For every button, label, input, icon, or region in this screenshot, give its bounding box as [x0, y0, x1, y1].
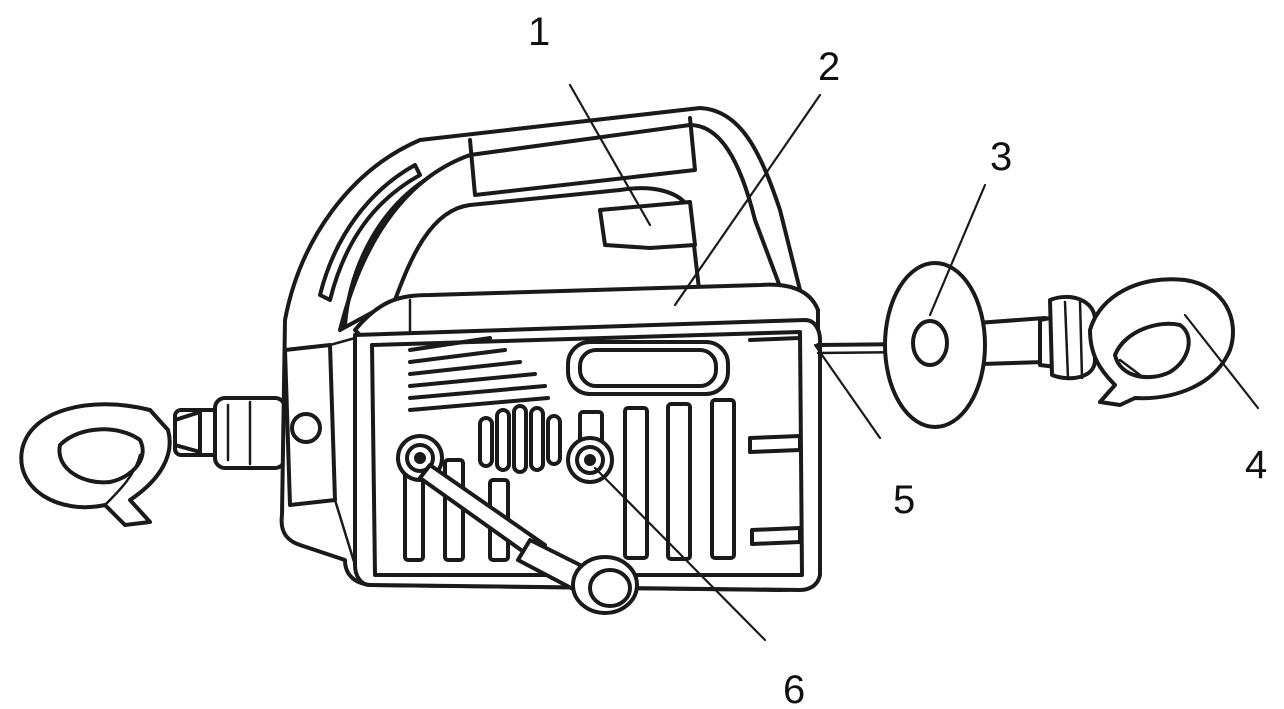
- leader-lines: [568, 83, 1260, 642]
- callout-1: 1: [528, 10, 550, 54]
- control-knobs: [396, 434, 614, 484]
- display-window: [566, 340, 730, 396]
- round-grille: [478, 404, 562, 474]
- leader-1: [568, 83, 652, 227]
- left-hook: [19, 402, 172, 527]
- callout-6: 6: [783, 668, 805, 709]
- carry-handle: [318, 116, 787, 332]
- vertical-slots: [403, 336, 802, 562]
- callout-5: 5: [893, 478, 915, 522]
- stopper-disc: [883, 261, 1059, 429]
- callout-4: 4: [1245, 443, 1267, 487]
- leader-5: [813, 343, 882, 440]
- leader-4: [1183, 313, 1260, 410]
- vent-slots: [408, 336, 550, 412]
- right-swivel: [1038, 294, 1097, 381]
- leader-2: [673, 93, 822, 307]
- left-swivel: [173, 396, 287, 470]
- lever-pendant: [418, 463, 639, 615]
- right-hook: [1088, 277, 1235, 407]
- leader-3: [928, 183, 987, 317]
- leader-6: [593, 466, 767, 642]
- callout-3: 3: [990, 135, 1012, 179]
- callout-2: 2: [818, 45, 840, 89]
- callout-labels: 1 2 3 4 5 6: [528, 10, 1267, 709]
